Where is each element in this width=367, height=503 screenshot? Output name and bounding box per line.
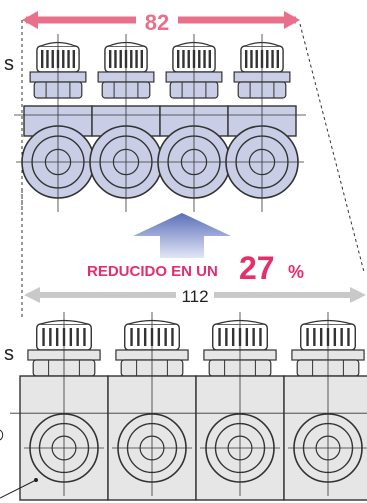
top-dimension: 82 — [22, 8, 300, 35]
top-dimension-value: 82 — [145, 10, 169, 35]
compact-unit-2 — [84, 34, 168, 212]
compact-unit-4 — [220, 34, 304, 212]
bottom-dimension-value: 112 — [181, 287, 208, 306]
leader-line — [0, 429, 38, 499]
compact-unit-1 — [16, 34, 100, 212]
reduction-text: REDUCIDO EN UN — [87, 263, 218, 280]
bottom-dimension: 112 — [24, 285, 366, 306]
reduction-percent-sign: % — [288, 262, 304, 282]
standard-unit-1 — [19, 312, 109, 501]
reduction-label: REDUCIDO EN UN 27 % — [87, 250, 304, 286]
reduction-percent: 27 — [239, 250, 275, 286]
standard-manifold — [10, 312, 367, 501]
side-label-bottom: s — [4, 343, 14, 365]
standard-unit-2 — [107, 312, 197, 501]
standard-unit-3 — [195, 312, 285, 501]
standard-unit-4 — [283, 312, 367, 501]
reduction-arrow — [133, 213, 231, 258]
dashed-guides — [21, 20, 365, 318]
side-label-top: s — [4, 53, 14, 75]
compact-manifold — [14, 34, 306, 212]
compact-unit-3 — [152, 34, 236, 212]
